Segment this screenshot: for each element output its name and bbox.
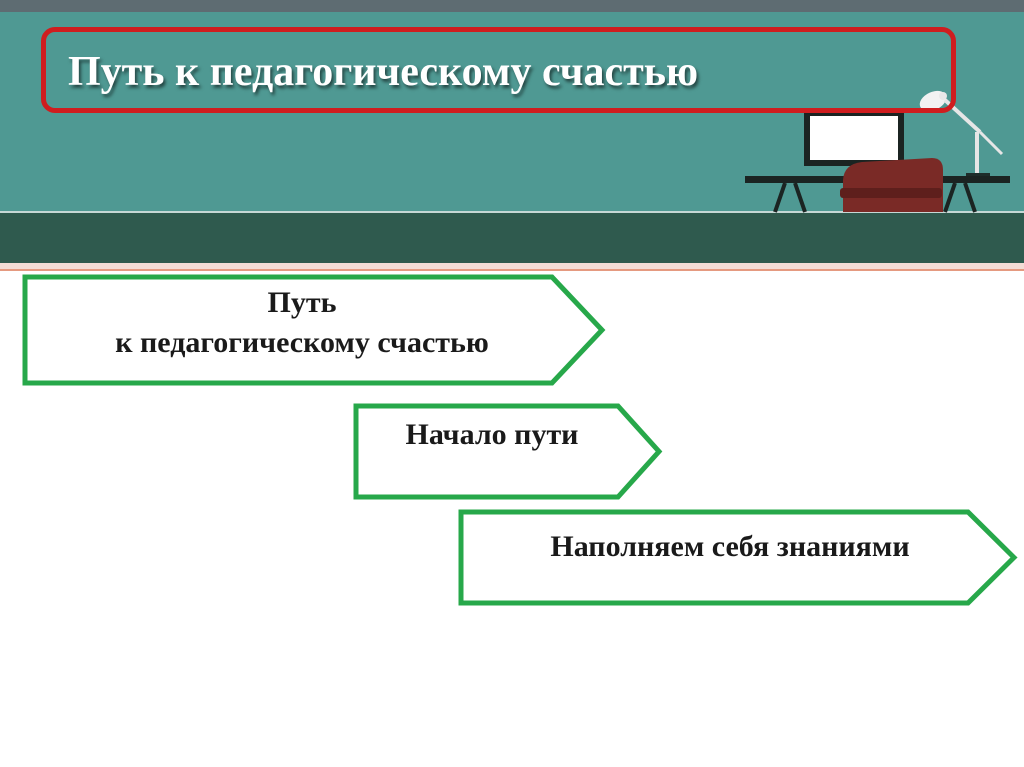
top-strip (0, 0, 1024, 12)
accent-line (0, 269, 1024, 271)
chair-icon (840, 158, 943, 212)
step-1-line2: к педагогическому счастью (32, 323, 572, 363)
page-title: Путь к педагогическому счастью (68, 48, 698, 96)
step-1-text: Путь к педагогическому счастью (32, 283, 572, 363)
step-1-line1: Путь (32, 283, 572, 323)
step-2-label: Начало пути (368, 415, 616, 455)
step-3-label: Наполняем себя знаниями (475, 527, 985, 567)
floor-band (0, 213, 1024, 263)
